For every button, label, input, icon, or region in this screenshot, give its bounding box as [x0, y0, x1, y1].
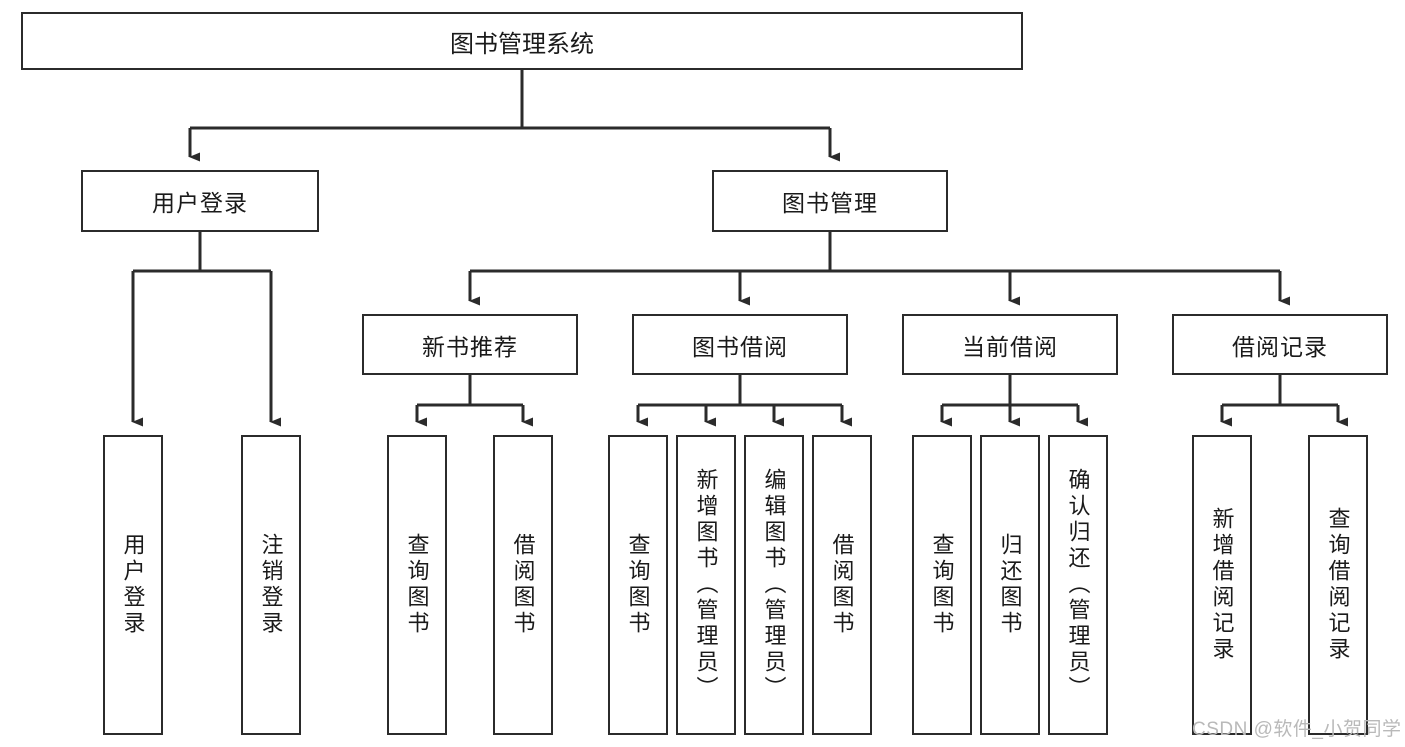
leaf-borrow-record-query-record[interactable]: 查询借阅记录 — [1308, 435, 1368, 735]
node-root-book-management-system[interactable]: 图书管理系统 — [21, 12, 1023, 70]
node-label: 用户登录 — [120, 533, 146, 637]
leaf-current-borrow-query-book[interactable]: 查询图书 — [912, 435, 972, 735]
leaf-book-borrow-add-book-admin[interactable]: 新增图书（管理员） — [676, 435, 736, 735]
leaf-book-borrow-edit-book-admin[interactable]: 编辑图书（管理员） — [744, 435, 804, 735]
leaf-borrow-record-add-record[interactable]: 新增借阅记录 — [1192, 435, 1252, 735]
csdn-watermark: CSDN @软件_小贺同学 — [1192, 719, 1402, 740]
node-label: 图书管理系统 — [450, 30, 594, 58]
node-book-management[interactable]: 图书管理 — [712, 170, 948, 232]
node-label: 新增图书（管理员） — [693, 468, 719, 702]
node-label: 借阅记录 — [1232, 333, 1328, 360]
node-label: 查询图书 — [625, 533, 651, 637]
leaf-book-borrow-borrow-book[interactable]: 借阅图书 — [812, 435, 872, 735]
node-label: 图书管理 — [782, 190, 878, 216]
node-label: 借阅图书 — [829, 533, 855, 637]
leaf-book-borrow-query-book[interactable]: 查询图书 — [608, 435, 668, 735]
leaf-current-borrow-confirm-return-admin[interactable]: 确认归还（管理员） — [1048, 435, 1108, 735]
node-borrow-record[interactable]: 借阅记录 — [1172, 314, 1388, 375]
leaf-user-login-logout[interactable]: 注销登录 — [241, 435, 301, 735]
node-label: 图书借阅 — [692, 333, 788, 360]
node-label: 新书推荐 — [422, 333, 518, 360]
node-user-login[interactable]: 用户登录 — [81, 170, 319, 232]
node-label: 新增借阅记录 — [1209, 507, 1235, 663]
node-label: 借阅图书 — [510, 533, 536, 637]
node-label: 当前借阅 — [962, 333, 1058, 360]
node-label: 确认归还（管理员） — [1065, 468, 1091, 702]
node-label: 用户登录 — [152, 190, 248, 216]
leaf-new-book-query-book[interactable]: 查询图书 — [387, 435, 447, 735]
node-label: 查询图书 — [404, 533, 430, 637]
node-label: 注销登录 — [258, 533, 284, 637]
leaf-new-book-borrow-book[interactable]: 借阅图书 — [493, 435, 553, 735]
node-label: 编辑图书（管理员） — [761, 468, 787, 702]
node-label: 归还图书 — [997, 533, 1023, 637]
node-label: 查询借阅记录 — [1325, 507, 1351, 663]
leaf-current-borrow-return-book[interactable]: 归还图书 — [980, 435, 1040, 735]
leaf-user-login-login[interactable]: 用户登录 — [103, 435, 163, 735]
node-book-borrow[interactable]: 图书借阅 — [632, 314, 848, 375]
node-label: 查询图书 — [929, 533, 955, 637]
node-current-borrow[interactable]: 当前借阅 — [902, 314, 1118, 375]
node-new-book-recommend[interactable]: 新书推荐 — [362, 314, 578, 375]
